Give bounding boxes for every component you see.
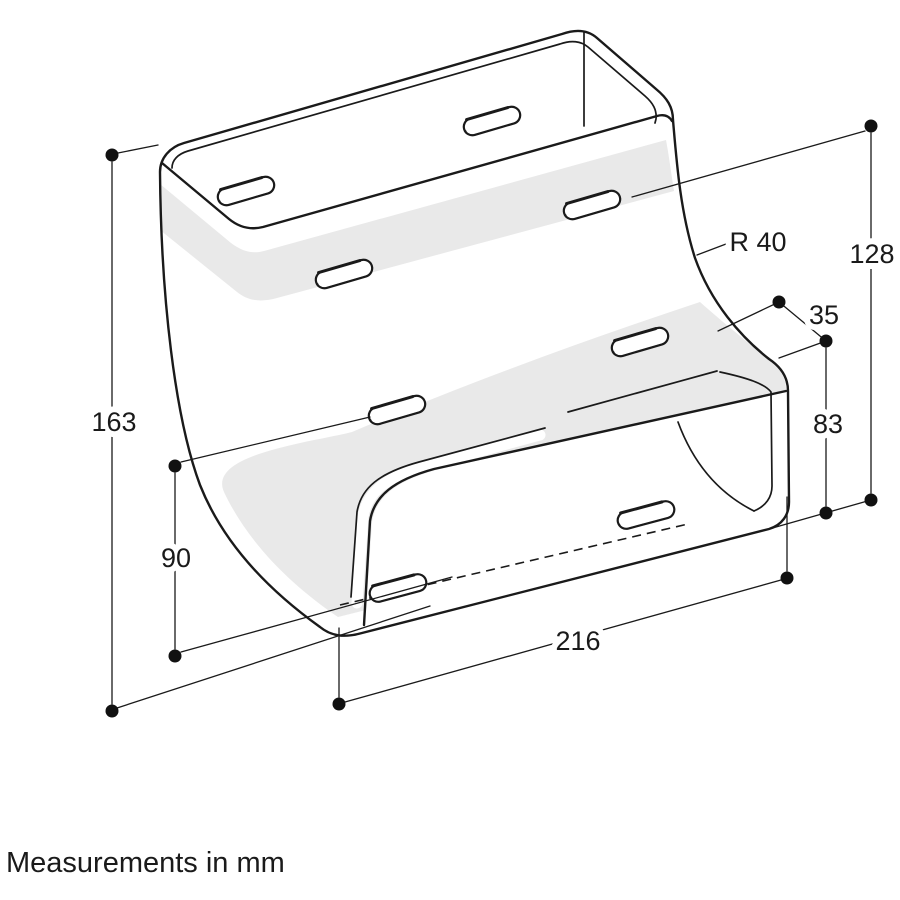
- dimension-radius: R 40: [696, 221, 793, 263]
- dimension-90-label: 90: [161, 543, 191, 573]
- slot-top-face-right: [462, 105, 522, 137]
- dimension-216: 216: [332, 496, 794, 711]
- dim-dot: [772, 295, 786, 309]
- dimension-128-label: 128: [849, 239, 894, 269]
- slot-lower-front-left: [368, 573, 428, 603]
- dim-dot: [105, 148, 119, 162]
- slot-top-face-left: [216, 175, 276, 207]
- dim-dot: [168, 459, 182, 473]
- bend-crease-line: [350, 427, 546, 598]
- dim-dot: [332, 697, 346, 711]
- dim-dot: [819, 334, 833, 348]
- dimension-35: 35: [717, 294, 845, 359]
- slot-upper-front-left: [314, 258, 374, 290]
- slot-lower-front-right: [616, 500, 676, 530]
- slot-upper-front-right: [562, 189, 622, 221]
- outlet-inner-rim: [719, 371, 773, 512]
- slot-lower-top-right: [610, 326, 670, 358]
- dimension-35-label: 35: [809, 300, 839, 330]
- slot-lower-top-left: [367, 394, 427, 426]
- connector-slots: [216, 105, 676, 603]
- dimension-radius-label: R 40: [729, 227, 786, 257]
- bend-highlight-strip: [351, 429, 546, 609]
- dimension-83-label: 83: [813, 409, 843, 439]
- footnote-measurements: Measurements in mm: [6, 847, 285, 879]
- top-rim-inner-edge: [171, 40, 657, 169]
- dimension-163-label: 163: [91, 407, 136, 437]
- upper-shading-band: [160, 140, 674, 301]
- dimension-90: 90: [155, 416, 453, 663]
- outlet-inner-bend-curve: [677, 421, 755, 512]
- dim-dot: [864, 119, 878, 133]
- dimension-163: 163: [85, 144, 431, 718]
- top-rim-front-edge: [160, 114, 674, 230]
- dimension-216-label: 216: [555, 626, 600, 656]
- dimension-83: 83: [807, 347, 849, 520]
- outlet-inner-top-edge: [567, 370, 718, 413]
- dim-dot: [105, 704, 119, 718]
- lower-front-wall-top-edge: [362, 389, 788, 627]
- dim-dot: [864, 493, 878, 507]
- dim-dot: [819, 506, 833, 520]
- duct-outline: [158, 29, 791, 637]
- dim-dot: [780, 571, 794, 585]
- dim-dot: [168, 649, 182, 663]
